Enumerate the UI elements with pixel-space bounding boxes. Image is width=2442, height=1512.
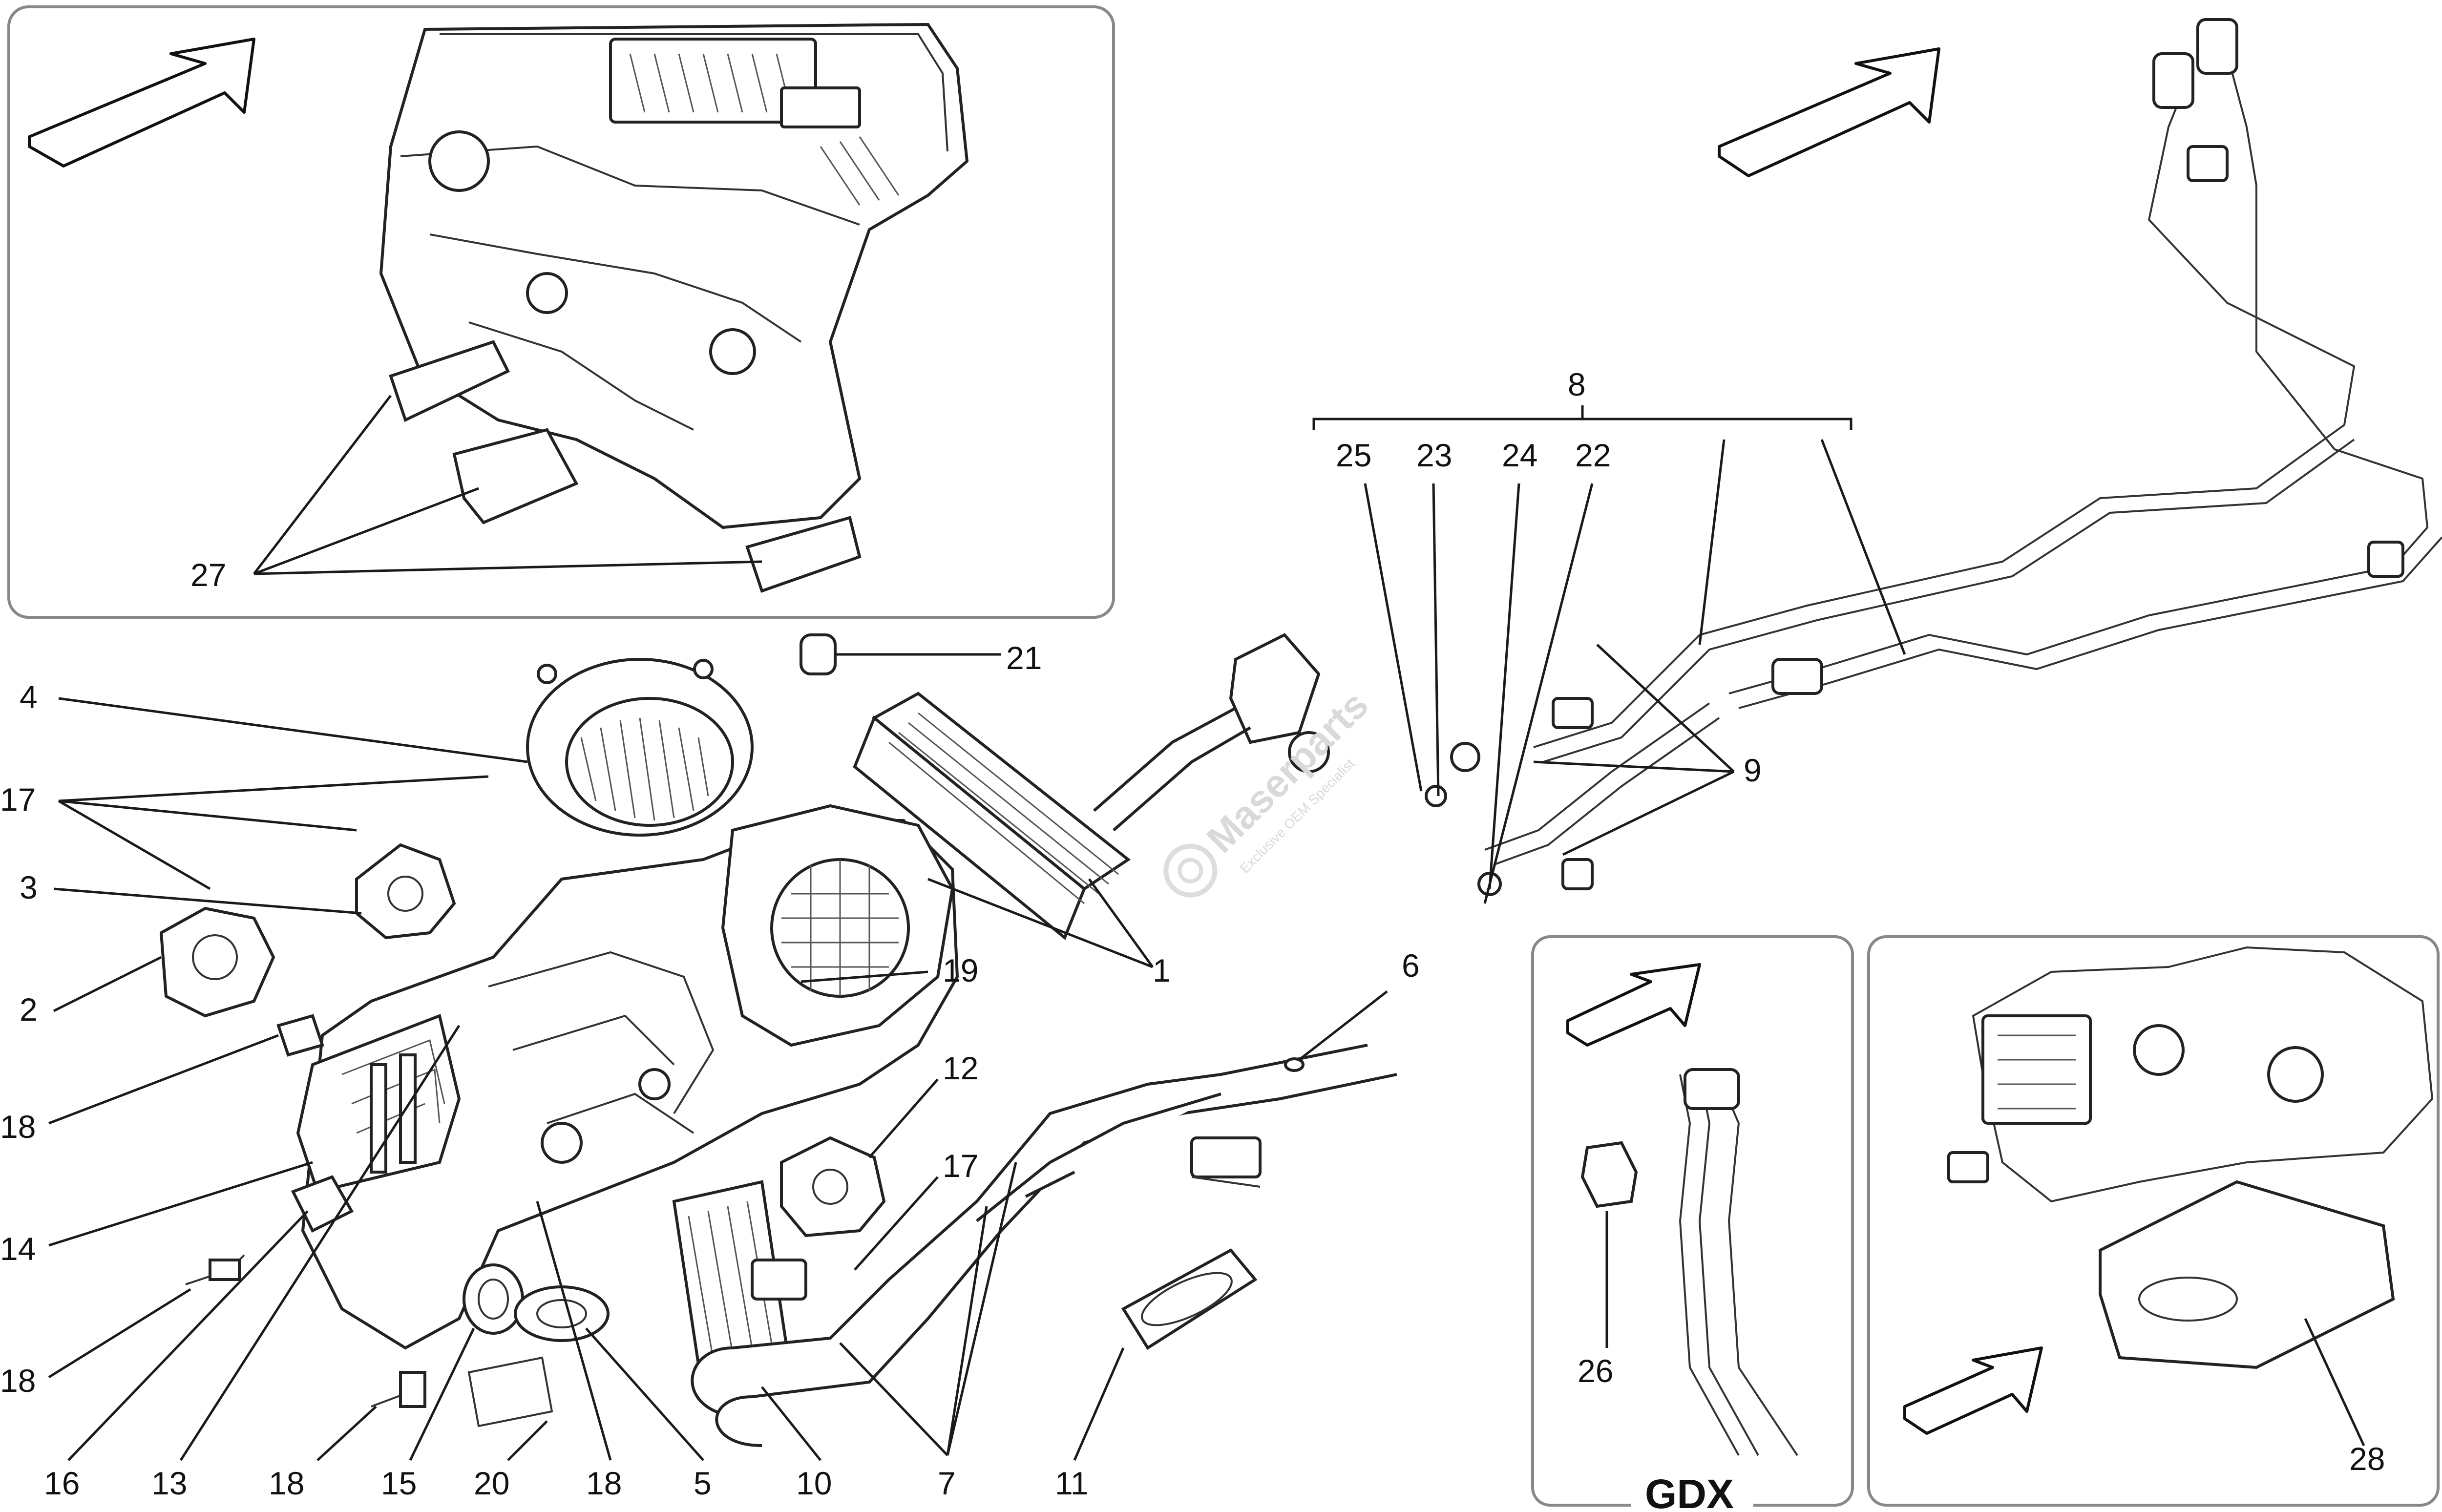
callout-17-left: 17 (0, 781, 36, 818)
callout-5: 5 (694, 1465, 712, 1501)
lower-bracket-illustration (1947, 946, 2434, 1369)
gdx-bracket-illustration (1580, 1068, 1798, 1456)
actuator-3-illustration (355, 843, 456, 940)
callout-6: 6 (1402, 947, 1420, 984)
callout-16: 16 (44, 1465, 80, 1501)
callout-labels: 27 4 17 3 2 18 14 18 16 13 18 15 20 18 5… (0, 366, 2385, 1501)
callout-26: 26 (1578, 1353, 1613, 1389)
callout-13: 13 (151, 1465, 187, 1501)
callout-8: 8 (1568, 366, 1586, 402)
callout-28: 28 (2349, 1441, 2385, 1477)
callout-17-right: 17 (943, 1148, 978, 1184)
callout-24: 24 (1502, 437, 1537, 473)
callout-12: 12 (943, 1050, 978, 1086)
direction-arrow-top-right (1718, 47, 1940, 177)
direction-arrow-top-left (28, 38, 255, 168)
callout-9: 9 (1744, 752, 1762, 788)
callout-2: 2 (20, 991, 38, 1028)
hvac-housing-illustration (379, 22, 969, 529)
direction-arrow-bottom-right (1903, 1346, 2043, 1435)
main-hvac-unit-illustration (296, 804, 959, 1428)
callout-21: 21 (1006, 640, 1042, 676)
sensor-21-illustration (800, 633, 837, 675)
callout-3: 3 (20, 869, 38, 905)
coolant-hoses-illustration (691, 1044, 1397, 1447)
callout-20: 20 (474, 1465, 509, 1501)
expansion-valve-illustration (1093, 633, 1330, 832)
core-10-illustration (672, 1180, 807, 1399)
callout-15: 15 (381, 1465, 417, 1501)
foam-pad-1 (389, 340, 510, 422)
callout-1: 1 (1153, 952, 1171, 988)
actuator-12-illustration (780, 1136, 886, 1238)
callout-11: 11 (1055, 1465, 1089, 1501)
callout-27: 27 (190, 557, 226, 593)
callout-18-b: 18 (0, 1363, 36, 1399)
callout-10: 10 (796, 1465, 832, 1501)
heater-core-1-illustration (853, 692, 1131, 940)
callout-18-d: 18 (586, 1465, 622, 1501)
grommet-11-illustration (1121, 1248, 1258, 1350)
blower-fan-illustration (526, 658, 754, 837)
callout-18-a: 18 (0, 1109, 36, 1145)
callout-22: 22 (1575, 437, 1611, 473)
foam-pad-2 (452, 428, 579, 525)
sensor-18-illustrations (185, 1014, 426, 1408)
callout-14: 14 (0, 1231, 36, 1267)
callout-4: 4 (20, 679, 38, 715)
leader-lines (48, 395, 2365, 1461)
callout-7: 7 (938, 1465, 956, 1501)
foam-pad-3 (745, 516, 862, 593)
direction-arrow-gdx (1566, 963, 1701, 1047)
callout-25: 25 (1336, 437, 1371, 473)
gdx-label: GDX (1645, 1471, 1734, 1512)
actuator-2-illustration (159, 906, 275, 1018)
callout-18-c: 18 (269, 1465, 304, 1501)
callout-23: 23 (1416, 437, 1452, 473)
gdx-label-background (1631, 1460, 1753, 1512)
callout-19: 19 (943, 952, 978, 988)
refrigerant-lines-illustration (1425, 18, 2442, 896)
